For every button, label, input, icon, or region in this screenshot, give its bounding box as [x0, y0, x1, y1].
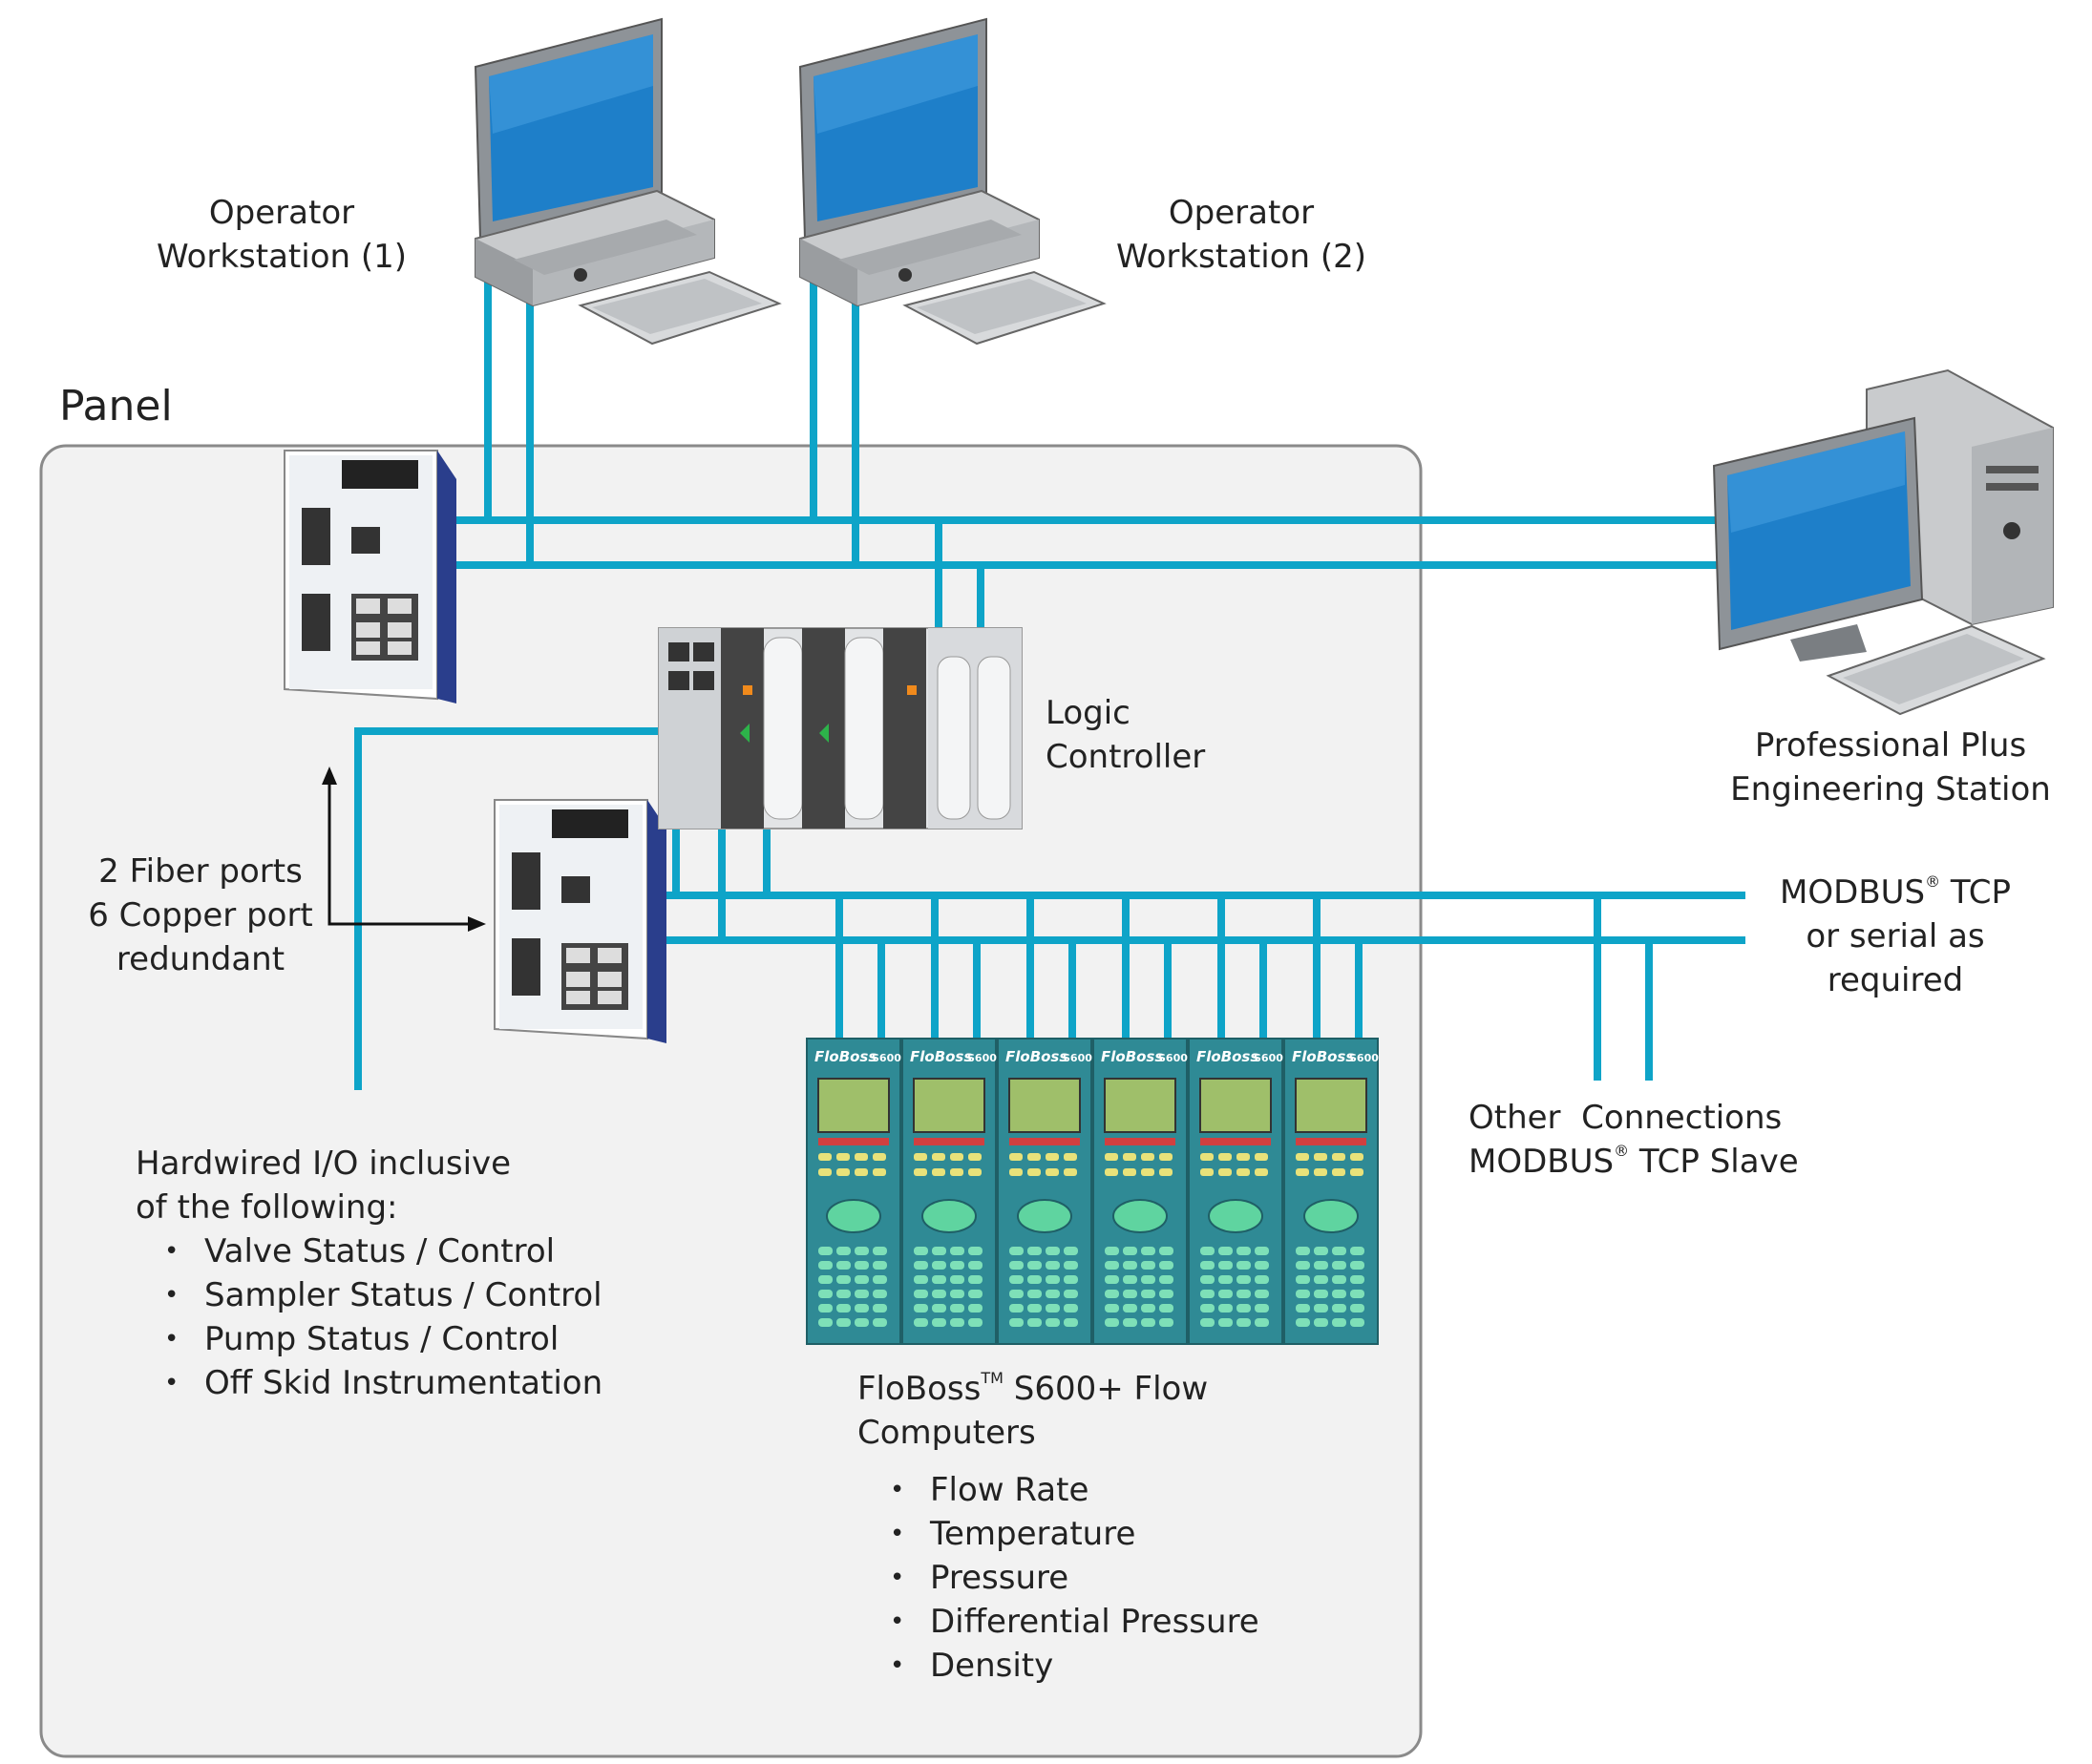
floboss-nav-button: [1112, 1199, 1168, 1233]
floboss-line1: FloBossTM S600+ Flow: [857, 1367, 1259, 1411]
other-connections-line2-tail: TCP Slave: [1629, 1143, 1799, 1181]
operator-workstation-1: [474, 17, 782, 346]
floboss-nav-button: [921, 1199, 977, 1233]
floboss-item: Differential Pressure: [880, 1600, 1259, 1644]
other-connections-line2-reg: ®: [1614, 1142, 1630, 1160]
switch-note-line3: redundant: [116, 940, 285, 978]
workstation-2-label: Operator Workstation (2): [1093, 191, 1389, 279]
hardwired-io-label: Hardwired I/O inclusive of the following…: [136, 1142, 602, 1405]
workstation-2-line2: Workstation (2): [1115, 238, 1367, 276]
other-connections-line2: MODBUS® TCP Slave: [1469, 1140, 1799, 1184]
floboss-unit-brand: FloBoss: [1101, 1048, 1163, 1065]
logic-controller-label: Logic Controller: [1046, 691, 1205, 779]
hardwired-item: Sampler Status / Control: [155, 1273, 602, 1317]
modbus-line3: required: [1827, 961, 1964, 999]
floboss-unit-model: S600: [1158, 1052, 1188, 1064]
hardwired-item: Pump Status / Control: [155, 1317, 602, 1361]
engineering-station-line1: Professional Plus: [1754, 726, 2027, 765]
floboss-unit-model: S600: [1254, 1052, 1283, 1064]
workstation-1-line2: Workstation (1): [156, 238, 408, 276]
modbus-line1-main: MODBUS: [1780, 873, 1926, 912]
operator-workstation-2: [798, 17, 1107, 346]
floboss-line2: Computers: [857, 1414, 1036, 1452]
floboss-nav-button: [1208, 1199, 1263, 1233]
logic-controller-line1: Logic: [1046, 694, 1131, 732]
floboss-display: [817, 1078, 890, 1133]
floboss-unit-model: S600: [1349, 1052, 1379, 1064]
floboss-item: Density: [880, 1644, 1259, 1688]
logic-controller-device: [658, 627, 1023, 830]
floboss-label: FloBossTM S600+ Flow Computers Flow Rate…: [857, 1367, 1259, 1688]
switch-note-line2: 6 Copper port: [88, 896, 313, 934]
floboss-display: [1008, 1078, 1081, 1133]
other-connections-label: Other Connections MODBUS® TCP Slave: [1469, 1096, 1799, 1184]
floboss-unit-brand: FloBoss: [910, 1048, 972, 1065]
floboss-nav-button: [826, 1199, 881, 1233]
floboss-line1-b: S600+ Flow: [1003, 1370, 1209, 1408]
floboss-line1-tm: TM: [981, 1369, 1004, 1387]
floboss-display: [1104, 1078, 1176, 1133]
floboss-display: [1199, 1078, 1272, 1133]
engineering-station-line2: Engineering Station: [1730, 770, 2051, 808]
network-switch-1: [284, 450, 456, 704]
floboss-display: [1295, 1078, 1367, 1133]
floboss-unit-brand: FloBoss: [1196, 1048, 1258, 1065]
modbus-label: MODBUS® TCP or serial as required: [1757, 871, 2034, 1002]
workstation-1-label: Operator Workstation (1): [134, 191, 430, 279]
floboss-display: [913, 1078, 985, 1133]
engineering-station: [1712, 368, 2054, 716]
floboss-unit-model: S600: [1063, 1052, 1092, 1064]
modbus-line2: or serial as: [1806, 917, 1985, 956]
switch-note-line1: 2 Fiber ports: [98, 852, 303, 891]
workstation-1-line1: Operator: [208, 194, 355, 232]
floboss-item: Flow Rate: [880, 1468, 1259, 1512]
other-connections-line1: Other Connections: [1469, 1099, 1783, 1137]
floboss-unit-brand: FloBoss: [1005, 1048, 1067, 1065]
modbus-line1-tail: TCP: [1940, 873, 2011, 912]
switch-note-arrow: [322, 766, 486, 932]
floboss-list: Flow Rate Temperature Pressure Different…: [880, 1468, 1259, 1688]
floboss-line1-a: FloBoss: [857, 1370, 982, 1408]
logic-controller-line2: Controller: [1046, 738, 1206, 776]
floboss-nav-button: [1017, 1199, 1072, 1233]
hardwired-line1: Hardwired I/O inclusive: [136, 1144, 512, 1183]
floboss-unit-brand: FloBoss: [1292, 1048, 1354, 1065]
panel-box: [39, 444, 1423, 1758]
floboss-unit-model: S600: [872, 1052, 901, 1064]
hardwired-line2: of the following:: [136, 1188, 398, 1227]
engineering-station-label: Professional Plus Engineering Station: [1700, 724, 2081, 811]
network-switch-2: [494, 799, 666, 1043]
modbus-line1-reg: ®: [1925, 872, 1941, 891]
switch-note-label: 2 Fiber ports 6 Copper port redundant: [86, 850, 315, 981]
hardwired-item: Valve Status / Control: [155, 1229, 602, 1273]
modbus-line1: MODBUS® TCP: [1757, 871, 2034, 914]
panel-title: Panel: [59, 382, 173, 430]
workstation-2-line1: Operator: [1168, 194, 1315, 232]
other-connections-line2-main: MODBUS: [1469, 1143, 1615, 1181]
hardwired-item: Off Skid Instrumentation: [155, 1361, 602, 1405]
hardwired-list: Valve Status / Control Sampler Status / …: [155, 1229, 602, 1405]
floboss-item: Temperature: [880, 1512, 1259, 1556]
floboss-unit-brand: FloBoss: [814, 1048, 877, 1065]
network-lines: [354, 253, 1745, 1090]
floboss-unit-model: S600: [967, 1052, 997, 1064]
floboss-item: Pressure: [880, 1556, 1259, 1600]
floboss-nav-button: [1303, 1199, 1359, 1233]
